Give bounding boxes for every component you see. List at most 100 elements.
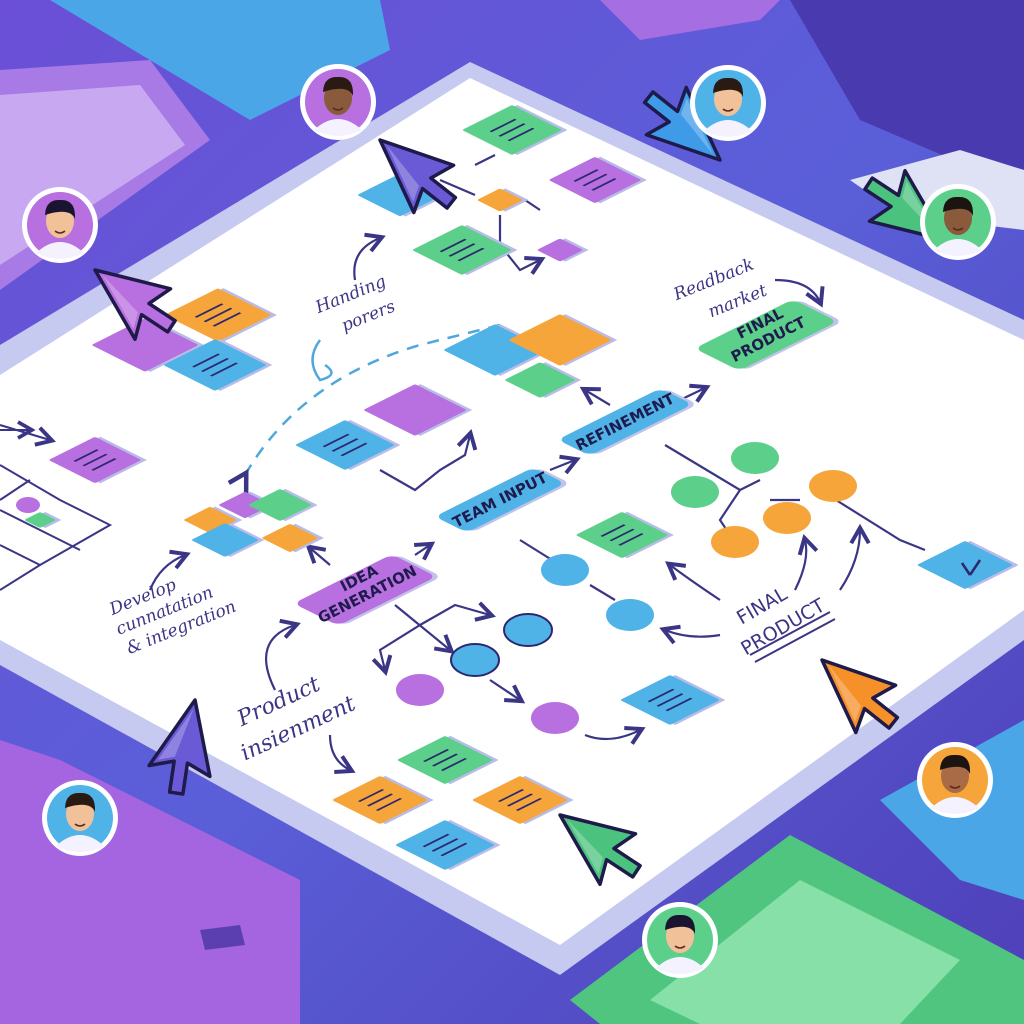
node-team-input[interactable] <box>435 466 571 534</box>
arrow-final-right <box>794 533 819 591</box>
sticky-note-text-line <box>439 238 467 253</box>
flow-circles <box>396 442 857 734</box>
node-body <box>297 556 433 624</box>
cursor-shape <box>642 85 722 162</box>
user-avatar[interactable] <box>42 780 118 856</box>
avatar-hair <box>942 196 974 216</box>
cursor-arrow-icon <box>642 85 722 162</box>
table-dot <box>16 497 40 513</box>
arrow-final-right-2 <box>839 523 871 591</box>
flow-circle-orange[interactable] <box>809 470 857 502</box>
avatar-shirt <box>56 835 104 852</box>
sticky-note-text-line <box>440 842 468 857</box>
user-avatar[interactable] <box>920 184 996 260</box>
flow-circle-orange[interactable] <box>711 526 759 558</box>
sticky-note-body <box>262 524 318 552</box>
sticky-note-blue[interactable] <box>917 540 1019 591</box>
avatar-shirt <box>931 797 979 814</box>
user-cursors <box>93 85 947 887</box>
user-avatar[interactable] <box>642 902 718 978</box>
sticky-note-green[interactable] <box>576 510 674 559</box>
arrow-idea-team <box>413 541 436 561</box>
flow-circle-orange[interactable] <box>763 502 811 534</box>
user-avatar[interactable] <box>690 65 766 141</box>
cursor-arrow-icon <box>93 268 177 342</box>
sticky-note-body <box>92 318 198 372</box>
arrow-refinement-notes <box>579 386 611 406</box>
avatar-hair <box>44 199 76 219</box>
sticky-note-orange[interactable] <box>472 775 574 826</box>
avatar-shirt <box>314 119 362 136</box>
sticky-note-text-line <box>665 697 693 712</box>
sticky-note-text-line <box>573 169 599 182</box>
node-body <box>561 390 689 454</box>
sticky-note-body <box>917 541 1013 589</box>
sticky-note-blue[interactable] <box>191 522 265 559</box>
cursor-arrow-icon <box>147 698 212 796</box>
avatar-smile <box>949 785 961 789</box>
sticky-note-text-line <box>201 358 229 372</box>
arrow-develop <box>148 549 191 591</box>
tree-lines <box>664 444 926 552</box>
sticky-note-green[interactable] <box>397 735 499 786</box>
avatar-smile <box>952 227 964 231</box>
arrow-idea-circle <box>394 604 455 654</box>
arrow-product-idea <box>265 618 301 691</box>
sticky-note-blue[interactable] <box>395 819 501 872</box>
user-avatar[interactable] <box>300 64 376 140</box>
sticky-note-text-line <box>489 118 517 133</box>
sticky-note-text-line <box>82 453 108 467</box>
cursor-arrow-icon <box>820 658 900 735</box>
device-top-center <box>600 0 780 40</box>
sticky-note-purple[interactable] <box>549 155 647 204</box>
avatar-shirt <box>704 120 752 137</box>
sticky-note-text-line <box>73 449 99 462</box>
flow-circle-green[interactable] <box>731 442 779 474</box>
node-refinement[interactable] <box>558 387 698 457</box>
arrow-team-refinement <box>549 454 581 475</box>
cursor-shape <box>820 658 900 735</box>
cursor-shape <box>93 268 177 342</box>
sticky-note-text-line <box>618 533 644 546</box>
user-avatar[interactable] <box>22 187 98 263</box>
sticky-note-text-line <box>91 458 117 471</box>
feedback-loop-glyph <box>311 339 333 382</box>
avatar-smile <box>74 823 86 827</box>
arrow-readback <box>774 278 825 308</box>
sticky-note-text-line <box>647 688 675 703</box>
sticky-note-text-line <box>194 303 224 318</box>
arrow-final-left <box>659 624 721 645</box>
sticky-note-text-line <box>322 433 350 448</box>
flow-circle-blue[interactable] <box>541 554 589 586</box>
sticky-note-blue[interactable] <box>295 419 401 472</box>
sticky-note-text-line <box>209 362 238 377</box>
sticky-note-orange[interactable] <box>332 775 434 826</box>
sticky-note-text-line <box>375 797 402 811</box>
user-avatar[interactable] <box>917 742 993 818</box>
sticky-note-body <box>219 492 271 518</box>
flow-circle-purple[interactable] <box>396 674 444 706</box>
arrow-product-notes <box>328 734 356 774</box>
top-flow-lines <box>439 154 540 270</box>
sticky-note-body <box>364 384 466 436</box>
avatar-hair <box>64 792 96 812</box>
sticky-note-text-line <box>366 793 394 807</box>
flow-circle-green[interactable] <box>671 476 719 508</box>
node-body <box>698 301 834 369</box>
cursor-highlight <box>567 819 603 874</box>
sticky-note-text-line <box>498 789 525 803</box>
cursor-arrow-icon <box>558 813 642 887</box>
sticky-note-blue[interactable] <box>620 674 726 727</box>
arrow-purple-note <box>584 726 646 745</box>
flow-circle-blue[interactable] <box>503 613 553 647</box>
node-idea-generation[interactable] <box>293 553 441 627</box>
flow-circle-blue[interactable] <box>450 643 500 677</box>
arrow-final-up <box>665 561 721 601</box>
flow-circle-blue[interactable] <box>606 599 654 631</box>
sticky-note-text-line <box>431 838 459 852</box>
flow-circle-purple[interactable] <box>531 702 579 734</box>
avatar-hair <box>712 77 744 97</box>
sticky-note-orange[interactable] <box>261 522 324 553</box>
node-final-product[interactable] <box>694 298 842 372</box>
arrow-branch-1 <box>419 601 496 626</box>
